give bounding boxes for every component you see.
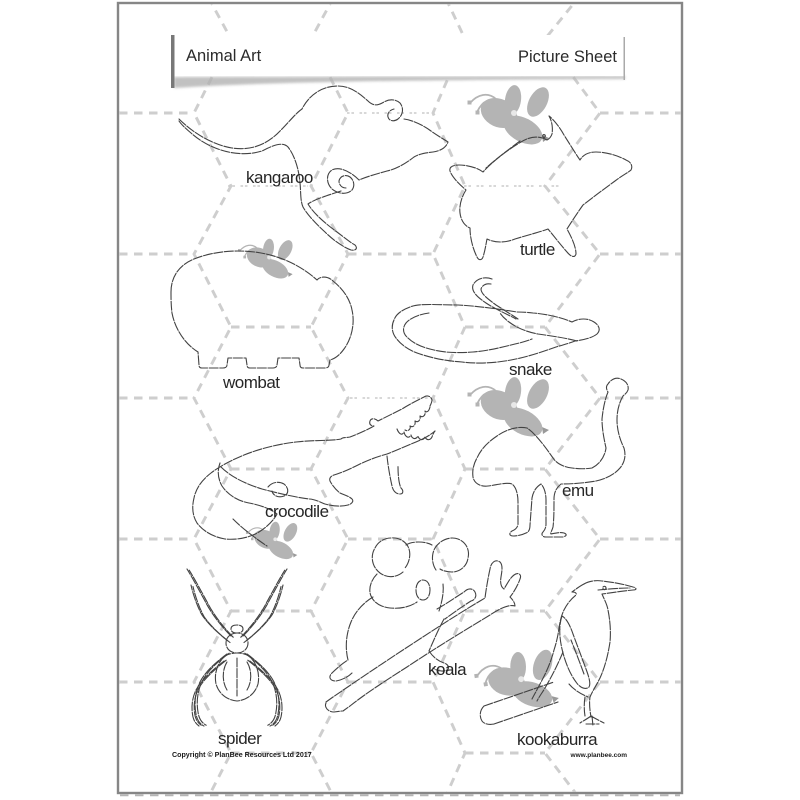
svg-text:kangaroo: kangaroo	[246, 168, 313, 187]
svg-text:Picture Sheet: Picture Sheet	[518, 48, 617, 66]
svg-text:www.planbee.com: www.planbee.com	[570, 752, 628, 759]
svg-text:Copyright © PlanBee Resources: Copyright © PlanBee Resources Ltd 2017	[172, 751, 312, 759]
svg-text:koala: koala	[428, 660, 467, 679]
svg-text:spider: spider	[218, 729, 262, 748]
svg-text:Animal Art: Animal Art	[186, 47, 262, 65]
svg-text:wombat: wombat	[222, 373, 280, 392]
svg-text:kookaburra: kookaburra	[517, 730, 598, 749]
svg-text:snake: snake	[509, 360, 552, 379]
svg-text:turtle: turtle	[520, 240, 555, 259]
svg-text:emu: emu	[562, 481, 594, 500]
svg-text:crocodile: crocodile	[265, 502, 329, 521]
